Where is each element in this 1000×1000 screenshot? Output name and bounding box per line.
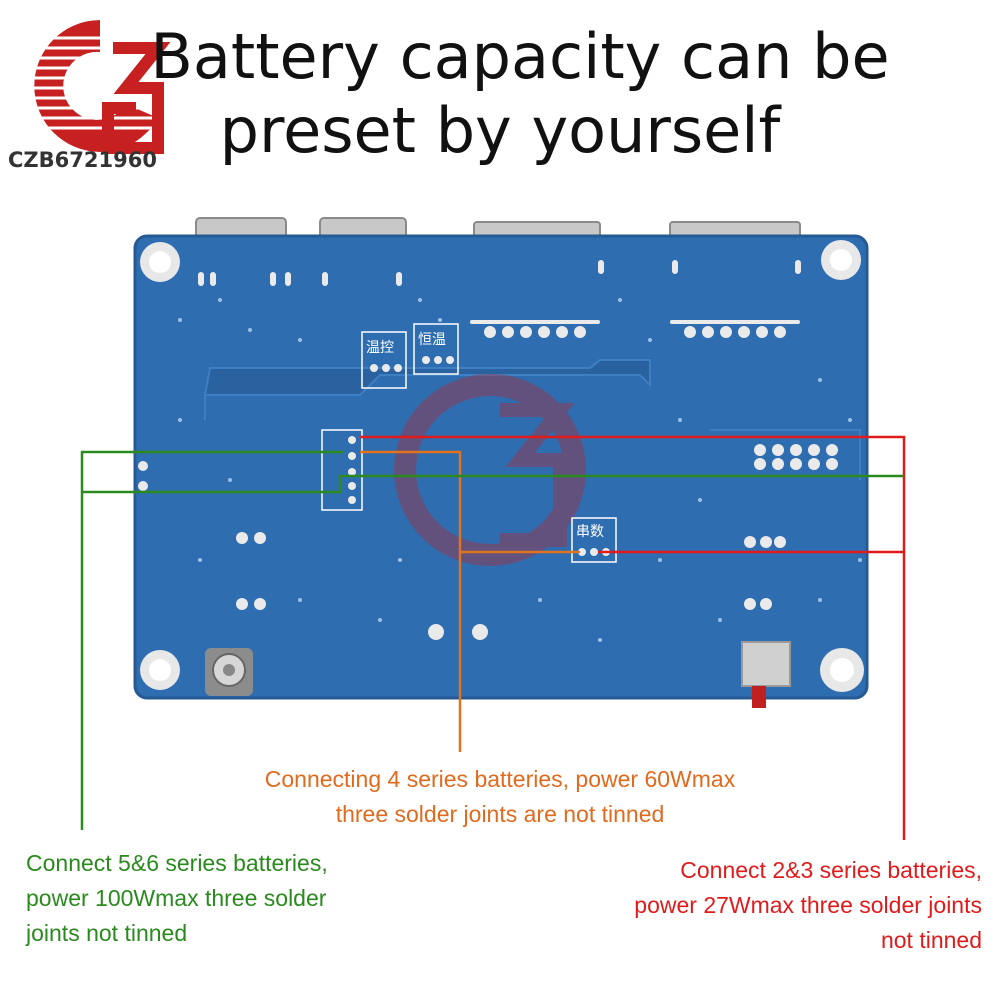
silkscreen-label-series-count: 串数 — [576, 524, 604, 540]
caption-2-3-series-line-2: power 27Wmax three solder joints — [634, 892, 982, 918]
silkscreen-label-temp-control: 温控 — [366, 340, 394, 356]
brand-logo — [34, 20, 171, 154]
caption-2-3-series: Connect 2&3 series batteries, power 27Wm… — [512, 853, 982, 958]
solder-pads — [138, 260, 838, 640]
caption-5-6-series-line-3: joints not tinned — [26, 920, 188, 946]
caption-5-6-series-line-1: Connect 5&6 series batteries, — [26, 850, 328, 876]
logo-text: CZB6721960 — [8, 148, 157, 172]
screw-terminal — [205, 648, 253, 696]
mounting-holes — [140, 240, 864, 692]
page-title-line-2: preset by yourself — [219, 94, 781, 167]
logo-ring — [34, 20, 166, 152]
watermark-logo — [394, 374, 586, 566]
silkscreen-label-constant-temp: 恒温 — [418, 332, 446, 348]
caption-4-series-line-2: three solder joints are not tinned — [335, 801, 665, 827]
pcb — [135, 236, 867, 698]
caption-5-6-series-line-2: power 100Wmax three solder — [26, 885, 327, 911]
annotation-lines — [80, 435, 906, 840]
caption-5-6-series: Connect 5&6 series batteries, power 100W… — [26, 846, 446, 951]
vias — [178, 298, 862, 642]
page-title-line-1: Battery capacity can be — [150, 20, 890, 93]
silkscreen-labels: 温控 恒温 串数 — [321, 323, 617, 563]
caption-2-3-series-line-1: Connect 2&3 series batteries, — [680, 857, 982, 883]
top-connectors — [195, 217, 801, 241]
solder-pad — [741, 641, 791, 687]
caption-2-3-series-line-3: not tinned — [880, 927, 982, 953]
caption-4-series-line-1: Connecting 4 series batteries, power 60W… — [264, 766, 736, 792]
caption-4-series: Connecting 4 series batteries, power 60W… — [150, 762, 850, 832]
